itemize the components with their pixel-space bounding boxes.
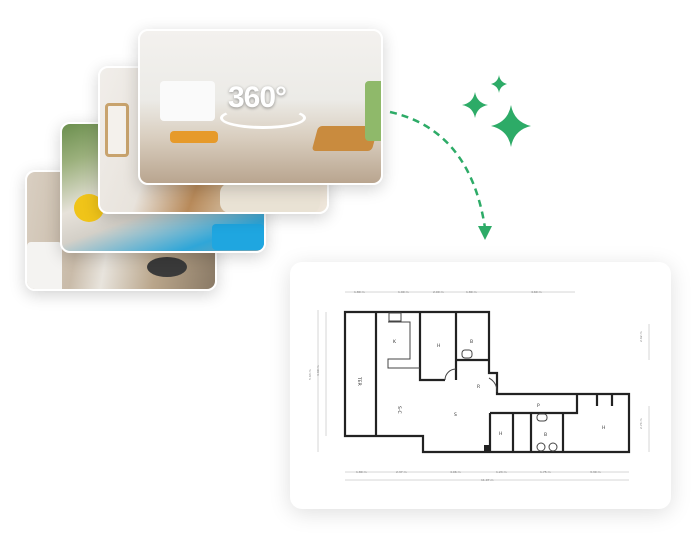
dim-top: 4.60 m (531, 290, 542, 294)
room-label-bedroom-3: H (602, 425, 605, 431)
room-label-hall: R (477, 384, 480, 390)
sparkle-icon (491, 75, 507, 93)
room-label-bedroom-2: H (499, 431, 502, 437)
room-label-living: S (454, 412, 457, 418)
mirror-shape (105, 103, 129, 157)
room-label-corridor: P (537, 403, 540, 409)
dashed-arrow-icon (389, 110, 487, 229)
dim-bottom: 1.24 m (496, 470, 507, 474)
bar-stools-shape (170, 131, 218, 143)
sparkle-icon (491, 105, 531, 147)
dim-bottom: 1.80 m (356, 470, 367, 474)
sparkle-icon (462, 92, 488, 118)
dim-right: 2.74 m (639, 418, 643, 429)
sparkle-icon (462, 75, 531, 147)
dim-left: 4.69 m (316, 365, 320, 376)
room-label-living-dining: S-C (396, 406, 402, 414)
sofa-shape (220, 183, 320, 212)
dim-right: 2.62 m (639, 331, 643, 342)
room-label-bathroom-2: B (544, 432, 547, 438)
kitchen-cabinet-shape (160, 81, 215, 121)
dim-top: 1.80 m (466, 290, 477, 294)
arrow-head-icon (478, 226, 492, 240)
floor-plan-fixtures (387, 312, 558, 452)
dim-top: 1.80 m (354, 290, 365, 294)
photo-card-kitchen-360: 360° (138, 29, 383, 185)
dim-bottom: 3.30 m (590, 470, 601, 474)
dim-total: 11.97 m (481, 478, 494, 482)
window-garden-shape (365, 81, 381, 141)
pool-shape (212, 224, 264, 250)
dim-bottom: 4.06 m (450, 470, 461, 474)
dimension-lines (317, 291, 650, 481)
room-label-bedroom: H (437, 343, 440, 349)
dim-left: 5.63 m (308, 369, 312, 380)
table-shape (147, 257, 187, 277)
room-label-terrace: TER (356, 376, 362, 386)
room-label-kitchen: K (393, 339, 397, 345)
floor-plan-card (290, 262, 671, 509)
dim-bottom: 1.75 m (540, 470, 551, 474)
room-label-bathroom: B (470, 339, 473, 345)
badge-360: 360° (228, 81, 287, 114)
dim-bottom: 2.37 m (396, 470, 407, 474)
dim-top: 2.00 m (433, 290, 444, 294)
rotate-360-icon (220, 107, 306, 129)
column-shape (484, 445, 490, 452)
bathtub-shape (27, 242, 62, 289)
floor-plan-walls (343, 310, 631, 454)
dim-top: 1.90 m (398, 290, 409, 294)
